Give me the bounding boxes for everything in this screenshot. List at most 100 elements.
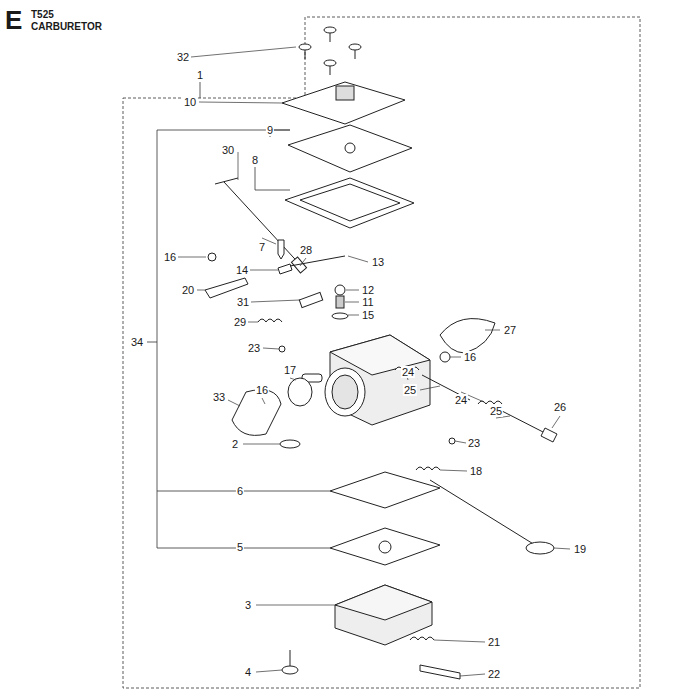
spring xyxy=(258,319,282,322)
callout-number: 6 xyxy=(236,485,244,497)
screw xyxy=(305,50,306,59)
callout-number: 24 xyxy=(401,366,415,378)
screw xyxy=(299,44,311,50)
callout-number: 22 xyxy=(487,668,501,680)
leader-line xyxy=(290,378,296,380)
leader-line xyxy=(434,640,485,642)
bracket xyxy=(255,167,290,190)
carburetor-illustration xyxy=(290,650,291,666)
carburetor-illustration xyxy=(336,86,354,100)
carburetor-illustration xyxy=(345,143,355,153)
carburetor-illustration xyxy=(300,184,400,221)
callout-number: 15 xyxy=(361,309,375,321)
leader-line xyxy=(256,605,335,606)
carburetor-illustration xyxy=(335,285,345,295)
callout-number: 20 xyxy=(181,284,195,296)
leader-line xyxy=(300,258,306,266)
callout-number: 16 xyxy=(255,384,269,396)
leader-line xyxy=(485,330,500,331)
callout-number: 24 xyxy=(454,394,468,406)
filter xyxy=(232,390,281,436)
leader-line xyxy=(262,398,265,404)
leader-line xyxy=(250,270,278,271)
carburetor-illustration xyxy=(288,378,312,406)
carburetor-illustration xyxy=(299,292,322,307)
carburetor-illustration xyxy=(279,346,285,352)
callout-number: 21 xyxy=(487,636,501,648)
callout-number: 23 xyxy=(467,437,481,449)
gasket xyxy=(330,528,440,565)
leader-line xyxy=(263,348,279,349)
callout-number: 34 xyxy=(130,336,144,348)
leader-line xyxy=(348,315,359,316)
callout-number: 9 xyxy=(266,124,274,136)
leader-line xyxy=(248,322,258,323)
plate xyxy=(440,319,495,353)
callout-number: 13 xyxy=(371,256,385,268)
leader-line xyxy=(228,400,240,406)
leader-line xyxy=(345,302,359,303)
carburetor-illustration xyxy=(379,541,391,553)
title-text: CARBURETOR xyxy=(30,21,103,32)
carburetor-illustration xyxy=(123,17,640,688)
callout-number: 8 xyxy=(251,154,259,166)
leader-line xyxy=(197,290,205,291)
callout-number: 16 xyxy=(463,351,477,363)
leader-line xyxy=(346,290,359,291)
leader-line xyxy=(191,47,296,57)
callout-number: 4 xyxy=(244,666,252,678)
callout-number: 32 xyxy=(176,51,190,63)
callout-number: 26 xyxy=(553,401,567,413)
callout-number: 25 xyxy=(489,405,503,417)
callout-number: 23 xyxy=(247,342,261,354)
callout-number: 33 xyxy=(212,391,226,403)
screw xyxy=(541,428,557,442)
callout-number: 3 xyxy=(244,599,252,611)
needle xyxy=(500,410,545,433)
callout-number: 28 xyxy=(299,244,313,256)
carburetor-illustration xyxy=(526,542,554,554)
gasket xyxy=(285,178,414,228)
title-text: E xyxy=(5,6,22,34)
leader-line xyxy=(178,257,206,258)
lever xyxy=(205,278,248,298)
callout-number: 5 xyxy=(236,541,244,553)
shaft xyxy=(215,178,305,270)
pump-cover xyxy=(335,585,432,645)
carburetor-illustration xyxy=(325,368,365,416)
leader-line xyxy=(450,357,461,358)
screw xyxy=(330,33,331,42)
callout-number: 10 xyxy=(183,96,197,108)
carburetor-illustration xyxy=(205,27,557,679)
callout-number: 19 xyxy=(573,543,587,555)
assembly-frame xyxy=(123,17,640,688)
leader-line xyxy=(552,416,560,428)
screw xyxy=(420,665,460,679)
leader-line xyxy=(554,548,570,549)
screw xyxy=(330,66,331,75)
leader-line xyxy=(199,102,282,103)
leader-line xyxy=(256,670,282,672)
lever xyxy=(278,264,292,274)
shaft xyxy=(430,480,535,545)
callout-number: 11 xyxy=(361,296,374,308)
carburetor-illustration xyxy=(332,313,348,319)
callout-number: 29 xyxy=(233,316,247,328)
carburetor-illustration xyxy=(440,352,450,362)
spring xyxy=(478,401,502,404)
screw xyxy=(299,27,361,75)
callout-number: 14 xyxy=(235,264,249,276)
callout-number: 25 xyxy=(403,384,417,396)
carburetor-illustration xyxy=(280,440,300,448)
bracket xyxy=(147,342,157,343)
diaphragm xyxy=(288,125,412,172)
carburetor-illustration xyxy=(335,585,432,620)
spring xyxy=(416,467,440,470)
callout-number: 31 xyxy=(236,296,250,308)
callout-number: 30 xyxy=(221,144,235,156)
screw xyxy=(324,60,336,66)
callout-number: 17 xyxy=(283,364,297,376)
carburetor-illustration xyxy=(290,256,345,266)
